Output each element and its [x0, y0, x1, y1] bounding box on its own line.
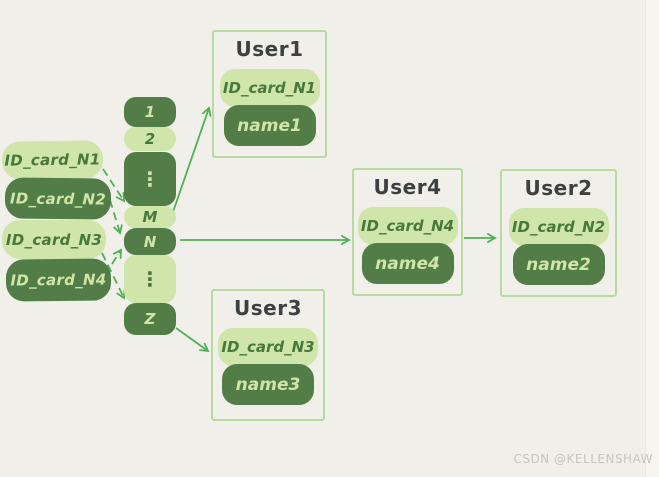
user2-id-card: ID_card_N2 [508, 208, 609, 246]
user4-name: name4 [361, 243, 454, 284]
user1-name: name1 [223, 105, 316, 146]
bucket-1: 1 [124, 97, 176, 127]
user4-box: User4 ID_card_N4 name4 [352, 168, 463, 296]
arrow-idcard-n4-to-bucket-n [111, 248, 122, 265]
bucket-ellipsis-upper: ⋮ [124, 152, 176, 206]
user3-id-card: ID_card_N3 [218, 328, 318, 366]
arrow-bucket-z-to-user3 [175, 327, 210, 353]
user2-name: name2 [512, 244, 605, 285]
user1-id-card: ID_card_N1 [219, 69, 320, 107]
arrow-bucket-m-to-user1 [172, 106, 212, 213]
id-card-n1: ID_card_N1 [1, 140, 104, 180]
bucket-ellipsis-lower: ⋮ [124, 255, 176, 303]
bucket-m: M [124, 206, 176, 228]
bucket-z: Z [124, 303, 176, 335]
id-card-n2: ID_card_N2 [4, 177, 112, 220]
user2-title: User2 [524, 176, 593, 200]
arrow-idcard-n2-to-bucket-n [109, 199, 123, 235]
user4-id-card: ID_card_N4 [357, 207, 458, 245]
user3-name: name3 [222, 364, 314, 405]
user3-title: User3 [234, 296, 302, 320]
user1-title: User1 [235, 37, 304, 61]
user4-title: User4 [373, 175, 442, 199]
csdn-watermark: CSDN @KELLENSHAW [513, 452, 653, 466]
id-card-n3: ID_card_N3 [2, 220, 106, 259]
id-card-n4: ID_card_N4 [5, 258, 112, 302]
user1-box: User1 ID_card_N1 name1 [212, 30, 327, 158]
user2-box: User2 ID_card_N2 name2 [500, 169, 617, 297]
bucket-n: N [124, 228, 176, 255]
user3-box: User3 ID_card_N3 name3 [211, 289, 325, 421]
bucket-2: 2 [124, 127, 176, 151]
canvas-edge-strip [645, 0, 659, 477]
